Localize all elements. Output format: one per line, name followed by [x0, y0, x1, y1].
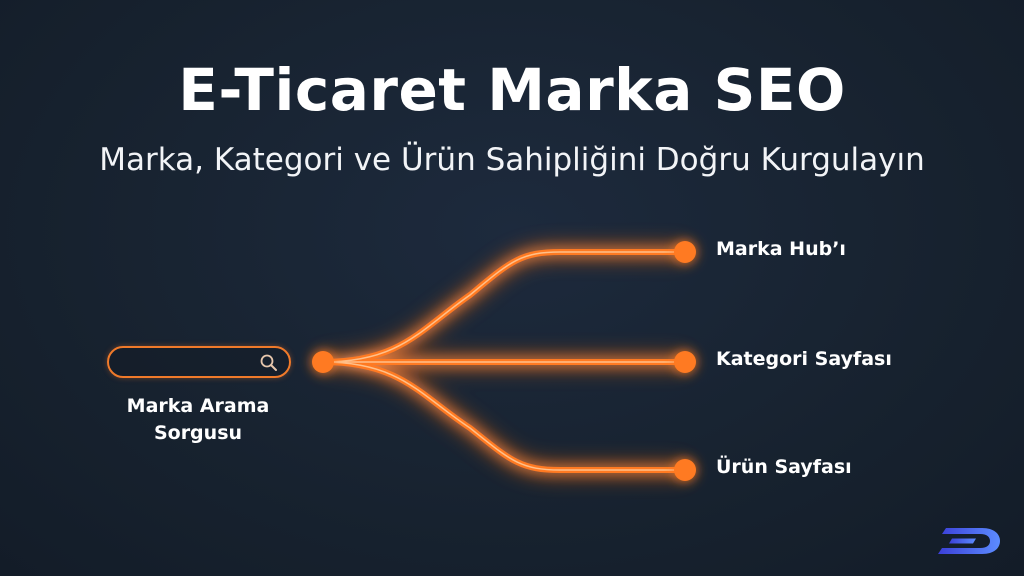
- search-input[interactable]: [107, 346, 291, 378]
- target-label-category-page: Kategori Sayfası: [716, 348, 892, 370]
- page-title: E-Ticaret Marka SEO: [178, 56, 846, 124]
- target-label-product-page: Ürün Sayfası: [716, 456, 852, 478]
- target-label-brand-hub: Marka Hub’ı: [716, 238, 846, 260]
- brand-logo-icon: [938, 528, 1000, 554]
- source-label-line2: Sorgusu: [153, 422, 243, 444]
- product-page-node: [674, 459, 696, 481]
- page-subtitle: Marka, Kategori ve Ürün Sahipliğini Doğr…: [99, 142, 925, 178]
- source-node: [312, 351, 334, 373]
- search-icon: [260, 354, 277, 371]
- source-label: Marka Arama Sorgusu: [108, 393, 288, 447]
- category-page-node: [674, 351, 696, 373]
- source-label-line1: Marka Arama: [126, 395, 270, 417]
- brand-hub-node: [674, 241, 696, 263]
